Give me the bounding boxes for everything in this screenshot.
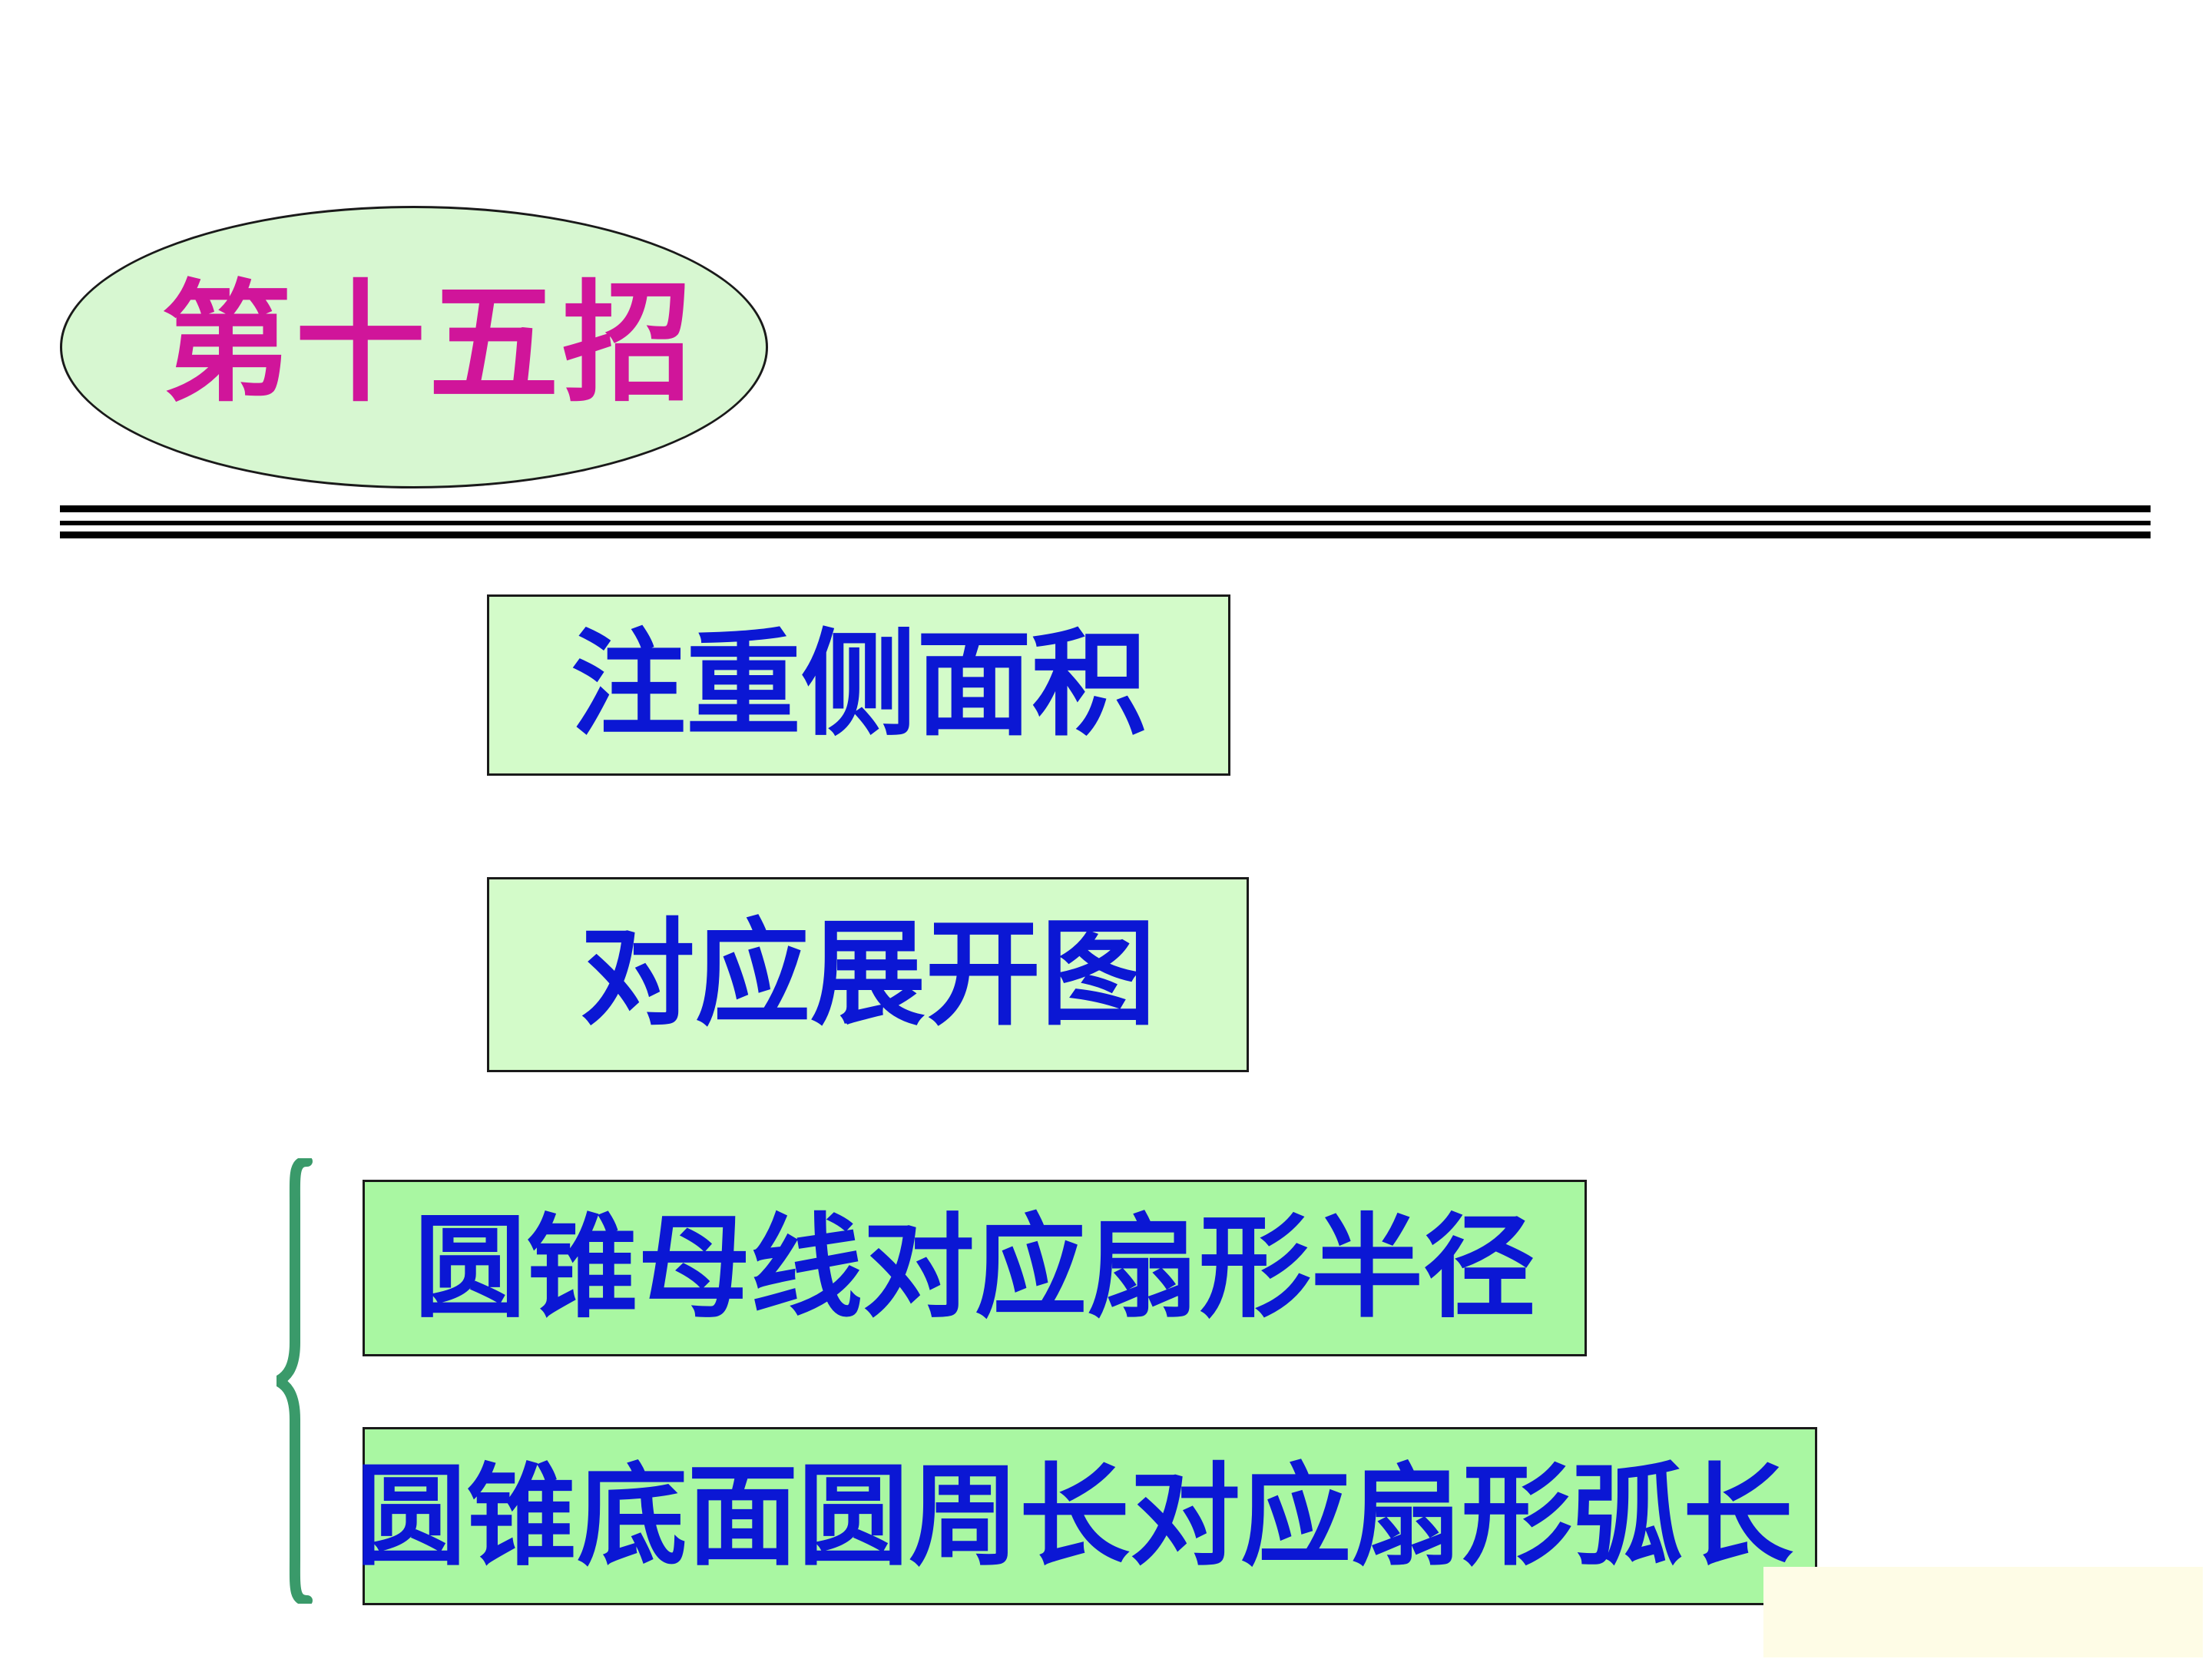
- point-label: 对应展开图: [579, 908, 1156, 1041]
- divider-line-middle: [60, 521, 2151, 525]
- point-label: 圆锥底面圆周长对应扇形弧长: [356, 1452, 1794, 1581]
- point-label: 注重侧面积: [570, 618, 1147, 752]
- left-brace-icon: [276, 1158, 313, 1604]
- point-label: 圆锥母线对应扇形半径: [414, 1203, 1535, 1333]
- point-box-slant-height: 圆锥母线对应扇形半径: [363, 1180, 1587, 1356]
- slide-title: 第十五招: [161, 268, 697, 420]
- title-oval: [60, 206, 768, 488]
- point-box-base-circumference: 圆锥底面圆周长对应扇形弧长: [356, 1427, 1817, 1605]
- point-box-side-area: 注重侧面积: [487, 594, 1230, 776]
- corner-block: [1763, 1567, 2203, 1657]
- divider-line-top: [60, 505, 2151, 512]
- divider-line-bottom: [60, 531, 2151, 538]
- point-box-development-diagram: 对应展开图: [487, 877, 1249, 1072]
